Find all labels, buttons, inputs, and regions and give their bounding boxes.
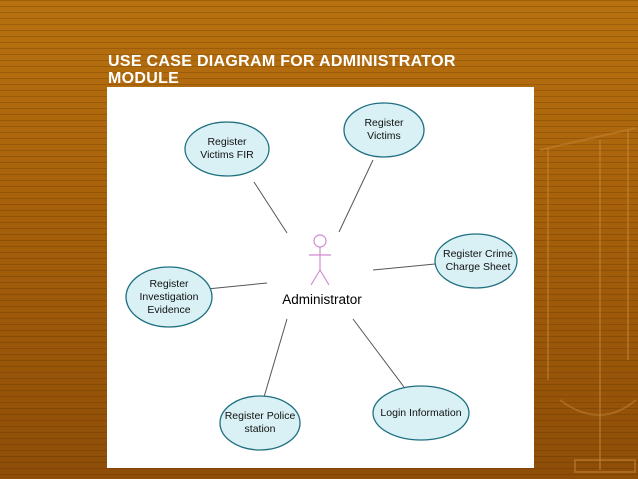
use-case-diagram: Register Victims FIR Register Victims Re… (107, 87, 534, 468)
association-line-police-station (263, 318, 288, 398)
association-line-victims-fir (253, 181, 288, 234)
actor-stick-figure-icon (309, 234, 331, 286)
use-case-ellipse-register-victims-fir (184, 121, 270, 177)
use-case-ellipse-login-information (372, 385, 470, 441)
actor-label: Administrator (282, 292, 362, 307)
use-case-label: Register Police station (224, 410, 296, 435)
use-case-ellipse-register-investigation-evidence (125, 266, 213, 328)
association-line-crime-charge-sheet (372, 263, 436, 271)
use-case-label: Register Victims (364, 117, 404, 142)
diagram-canvas (125, 102, 518, 451)
association-line-investigation-evidence (206, 282, 268, 290)
use-case-ellipse-register-police-station (219, 395, 301, 451)
association-line-victims (338, 159, 374, 233)
use-case-ellipse-register-crime-charge-sheet (434, 233, 518, 289)
use-case-label: Register Crime Charge Sheet (442, 248, 513, 273)
use-case-label: Register Victims FIR (200, 136, 254, 161)
use-case-ellipse-register-victims (343, 102, 425, 158)
use-case-label: Register Investigation Evidence (139, 277, 199, 316)
slide-title: USE CASE DIAGRAM FOR ADMINISTRATOR MODUL… (108, 53, 456, 87)
association-line-login-information (352, 318, 405, 388)
use-case-label: Login Information (380, 406, 462, 419)
